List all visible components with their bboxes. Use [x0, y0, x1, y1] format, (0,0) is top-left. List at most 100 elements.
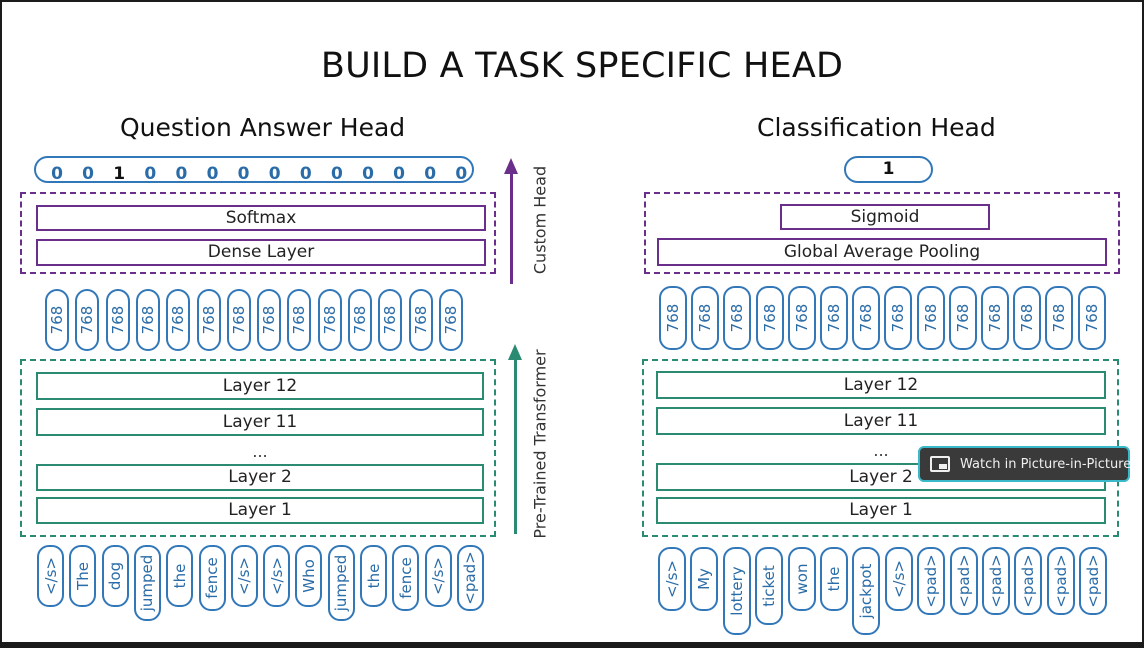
- qa-output-cell: 0: [237, 164, 250, 184]
- cls-token-text: </s>: [663, 559, 681, 599]
- qa-hidden-dim-text: 768: [169, 305, 188, 335]
- qa-token-text: the: [170, 563, 189, 589]
- qa-token: Who: [295, 545, 323, 607]
- cls-token: <pad>: [982, 547, 1010, 615]
- qa-output-cell: 0: [175, 164, 188, 184]
- qa-token: fence: [392, 545, 420, 611]
- qa-transformer-layer: Layer 1: [36, 497, 484, 524]
- qa-token-text: </s>: [41, 556, 60, 596]
- cls-hidden-dim-text: 768: [664, 303, 682, 333]
- cls-hidden-dim-text: 768: [857, 303, 876, 333]
- cls-layer-ellipsis: ...: [873, 441, 889, 460]
- cls-hidden-dim: 768: [787, 286, 816, 350]
- cls-hidden-dim: 768: [659, 286, 687, 350]
- qa-custom-head-group: [20, 192, 496, 274]
- custom-head-label: Custom Head: [530, 165, 550, 275]
- cls-token: ticket: [755, 547, 784, 625]
- cls-hidden-dim: 768: [1013, 286, 1042, 350]
- pip-button[interactable]: Watch in Picture-in-Picture: [918, 446, 1131, 482]
- cls-hidden-dim-text: 768: [889, 303, 908, 333]
- qa-token-text: Who: [299, 559, 318, 593]
- qa-token: fence: [198, 545, 226, 611]
- cls-token-text: <pad>: [922, 554, 941, 608]
- custom-head-arrow: [510, 172, 513, 284]
- cls-token-text: lottery: [727, 566, 746, 616]
- cls-hidden-dim-text: 768: [1050, 303, 1069, 333]
- qa-head-layer: Dense Layer: [36, 239, 486, 266]
- cls-token: My: [690, 547, 719, 611]
- qa-output-cell: 0: [455, 164, 468, 184]
- cls-hidden-dim-text: 768: [792, 303, 811, 333]
- qa-token: </s>: [263, 545, 291, 607]
- cls-hidden-dim: 768: [691, 286, 720, 350]
- qa-hidden-dim-text: 768: [138, 305, 157, 335]
- qa-hidden-dim-text: 768: [78, 305, 97, 335]
- cls-token: <pad>: [917, 547, 946, 615]
- cls-token: <pad>: [1079, 547, 1108, 615]
- qa-token-text: jumped: [332, 554, 351, 612]
- qa-hidden-dim: 768: [75, 289, 100, 351]
- cls-token-text: </s>: [889, 559, 908, 599]
- qa-token: </s>: [37, 545, 64, 607]
- cls-hidden-dim: 768: [916, 286, 945, 350]
- cls-hidden-dim: 768: [1077, 286, 1106, 350]
- cls-token: </s>: [884, 547, 913, 611]
- qa-output-cell: 0: [393, 164, 406, 184]
- qa-token: the: [360, 545, 387, 607]
- cls-token-text: ticket: [760, 565, 779, 607]
- qa-transformer-layer: Layer 11: [36, 408, 484, 436]
- cls-token: the: [820, 547, 848, 611]
- qa-hidden-dim: 768: [257, 289, 282, 351]
- qa-token-text: </s>: [235, 556, 254, 596]
- cls-custom-head-group: [644, 192, 1120, 274]
- cls-hidden-dim: 768: [981, 286, 1009, 350]
- cls-token: won: [787, 547, 816, 611]
- qa-hidden-dim: 768: [135, 289, 160, 351]
- qa-output-cell: 0: [362, 164, 374, 184]
- qa-hidden-dim-text: 768: [411, 305, 430, 335]
- cls-hidden-dim-text: 768: [696, 303, 715, 333]
- qa-hidden-dim-text: 768: [260, 305, 279, 335]
- qa-output-cell: 0: [51, 164, 63, 184]
- cls-hidden-dim: 768: [723, 286, 752, 350]
- qa-transformer-layer: Layer 2: [36, 464, 484, 491]
- cls-token-text: <pad>: [954, 554, 973, 608]
- cls-token-text: My: [695, 568, 714, 590]
- pretrained-arrow: [514, 358, 517, 534]
- qa-output-cell: 0: [144, 164, 157, 184]
- cls-hidden-dim: 768: [1045, 286, 1074, 350]
- qa-token: The: [69, 545, 97, 607]
- cls-head-layer: Sigmoid: [780, 204, 990, 230]
- cls-transformer-layer: Layer 1: [656, 497, 1106, 524]
- qa-hidden-dim: 768: [378, 289, 403, 351]
- qa-hidden-dim: 768: [196, 289, 221, 351]
- cls-token: <pad>: [1014, 547, 1043, 615]
- qa-token: </s>: [230, 545, 258, 607]
- qa-token: jumped: [327, 545, 355, 621]
- cls-token-text: <pad>: [1019, 554, 1038, 608]
- qa-output-cell: 0: [268, 164, 281, 184]
- cls-hidden-dim: 768: [820, 286, 848, 350]
- cls-head-layer: Global Average Pooling: [657, 238, 1107, 266]
- cls-token: lottery: [722, 547, 751, 635]
- qa-hidden-dim-text: 768: [290, 305, 309, 335]
- qa-output-cell: 1: [113, 164, 126, 184]
- qa-output-cell: 0: [206, 164, 219, 184]
- cls-token: <pad>: [1046, 547, 1075, 615]
- qa-hidden-dim-text: 768: [441, 305, 460, 335]
- qa-output-cell: 0: [424, 164, 437, 184]
- qa-token: the: [166, 545, 194, 607]
- qa-hidden-dim-text: 768: [351, 305, 369, 335]
- qa-hidden-dim: 768: [105, 289, 130, 351]
- qa-hidden-dim-text: 768: [108, 305, 127, 335]
- qa-token: <pad>: [456, 545, 484, 611]
- qa-layer-ellipsis: ...: [252, 442, 268, 461]
- pretrained-arrow-head: [508, 344, 522, 360]
- cls-hidden-dim: 768: [755, 286, 784, 350]
- cls-output: 1: [844, 156, 933, 183]
- cls-hidden-dim-text: 768: [921, 303, 940, 333]
- qa-hidden-dim: 768: [166, 289, 191, 351]
- picture-in-picture-icon: [930, 456, 950, 472]
- cls-token: </s>: [658, 547, 686, 611]
